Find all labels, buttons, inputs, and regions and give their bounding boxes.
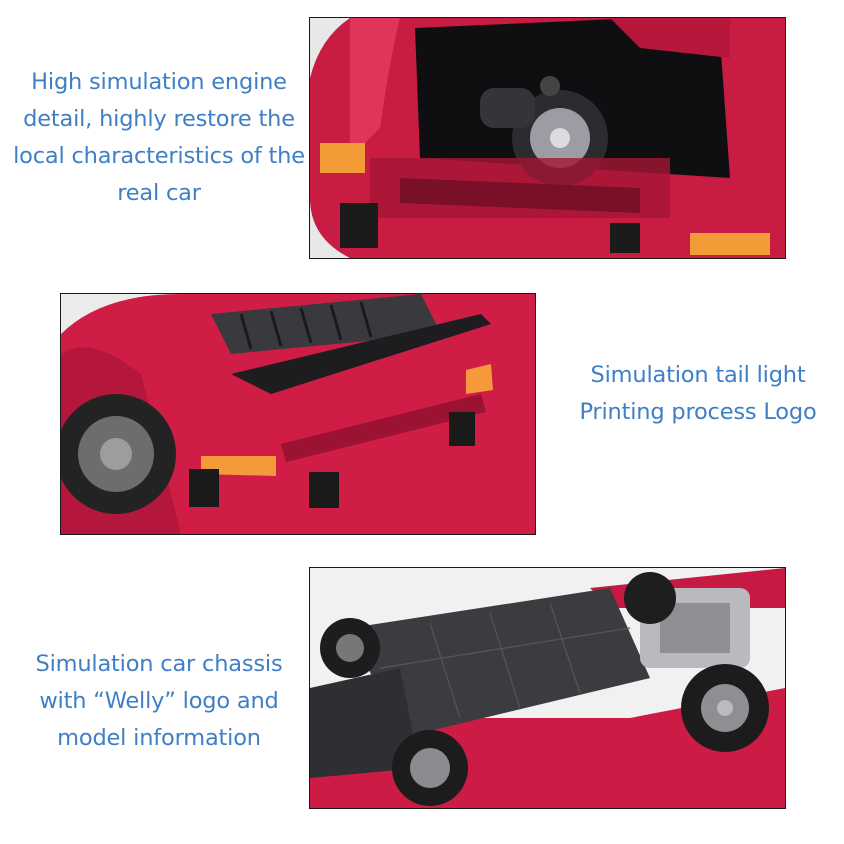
engine-detail-caption: High simulation engine detail, highly re… bbox=[0, 64, 318, 212]
caption-line: Simulation tail light bbox=[590, 362, 806, 388]
caption-line: Simulation car chassis bbox=[35, 651, 283, 677]
caption-line: High simulation engine bbox=[31, 69, 287, 95]
caption-line: local characteristics of the bbox=[13, 143, 305, 169]
caption-line: real car bbox=[117, 180, 201, 206]
rear-engine-bay-photo bbox=[309, 17, 786, 259]
chassis-caption: Simulation car chassis with “Welly” logo… bbox=[0, 646, 318, 757]
caption-line: Printing process Logo bbox=[579, 399, 817, 425]
caption-line: model information bbox=[57, 725, 261, 751]
tail-light-caption: Simulation tail light Printing process L… bbox=[560, 357, 836, 431]
caption-line: detail, highly restore the bbox=[23, 106, 295, 132]
tail-light-spoiler-photo bbox=[60, 293, 536, 535]
caption-line: with “Welly” logo and bbox=[39, 688, 279, 714]
chassis-underside-photo bbox=[309, 567, 786, 809]
